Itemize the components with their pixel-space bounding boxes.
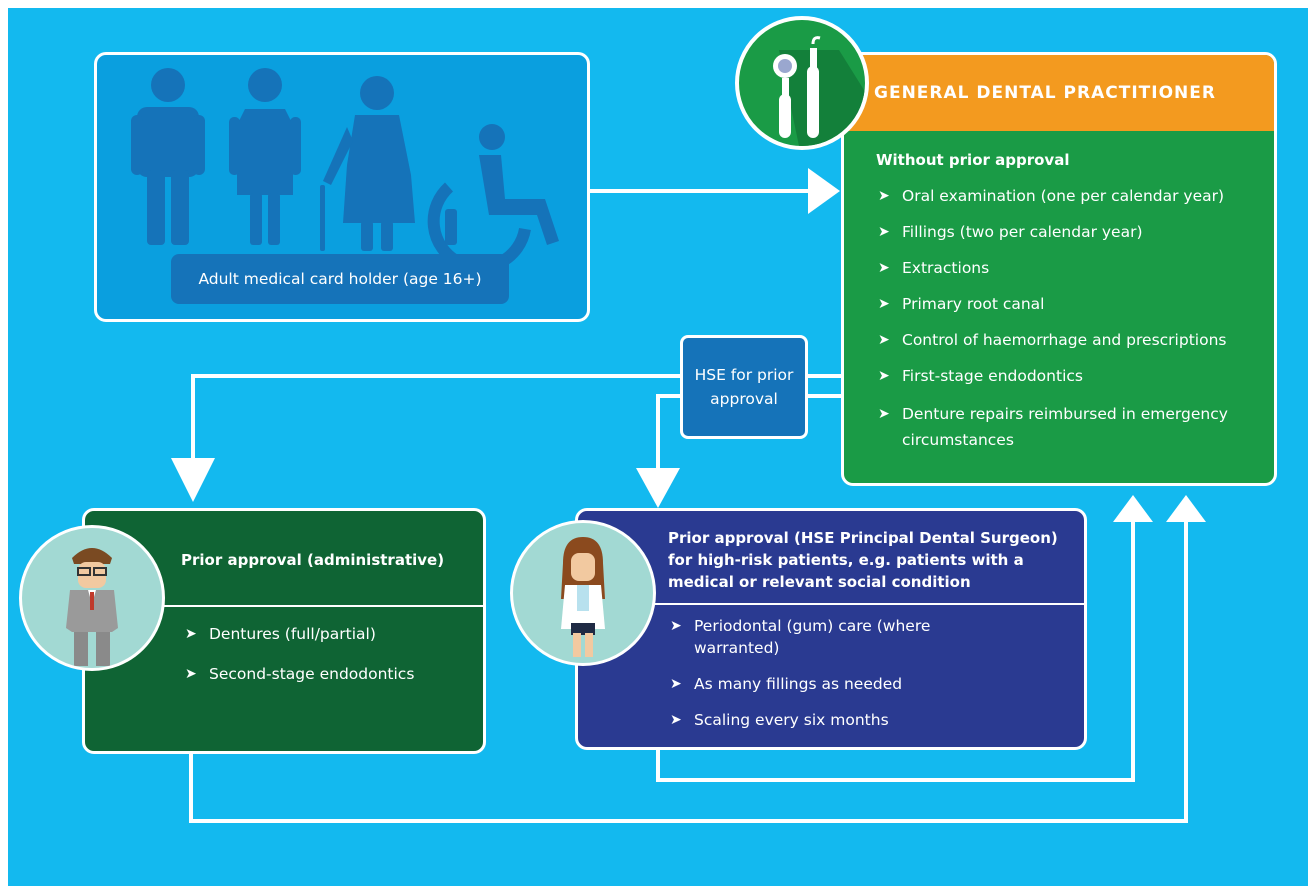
surgeon-item: As many fillings as needed <box>670 673 960 695</box>
gdp-list: Oral examination (one per calendar year)… <box>878 185 1268 453</box>
gdp-item: Control of haemorrhage and prescriptions <box>878 329 1268 351</box>
patient-caption-text: Adult medical card holder (age 16+) <box>198 270 482 288</box>
gdp-item: Denture repairs reimbursed in emergency … <box>878 401 1268 453</box>
connector-surgeon-to-gdp <box>656 522 1135 782</box>
surgeon-item: Periodontal (gum) care (where warranted) <box>670 615 960 659</box>
surgeon-divider <box>578 603 1084 605</box>
patient-box: Adult medical card holder (age 16+) <box>94 52 590 322</box>
female-doctor-avatar <box>510 520 656 666</box>
surgeon-item: Scaling every six months <box>670 709 960 731</box>
surgeon-box: Prior approval (HSE Principal Dental Sur… <box>575 508 1087 750</box>
woman-icon <box>229 68 301 245</box>
admin-heading: Prior approval (administrative) <box>181 551 445 569</box>
admin-divider <box>85 605 483 607</box>
arrowhead-to-surgeon <box>636 468 680 508</box>
arrowhead-surgeon-to-gdp <box>1113 495 1153 522</box>
female-doctor-figure <box>561 537 605 657</box>
connector-hse-to-surgeon <box>656 394 680 468</box>
elderly-woman-icon <box>320 76 415 251</box>
admin-item: Second-stage endodontics <box>185 663 475 685</box>
surgeon-heading: Prior approval (HSE Principal Dental Sur… <box>668 529 1058 591</box>
arrowhead-patient-to-gdp <box>808 168 840 214</box>
gdp-title-bar: GENERAL DENTAL PRACTITIONER <box>844 55 1274 131</box>
diagram-canvas: Adult medical card holder (age 16+) GENE… <box>8 8 1308 886</box>
connector-layer <box>171 168 1206 823</box>
connector-admin-to-gdp <box>189 522 1188 823</box>
gdp-item: Extractions <box>878 257 1268 279</box>
patient-figures <box>131 68 559 274</box>
admin-item: Dentures (full/partial) <box>185 623 475 645</box>
arrowhead-to-admin <box>171 458 215 502</box>
surgeon-list: Periodontal (gum) care (where warranted)… <box>670 615 960 731</box>
dental-tools-icon <box>773 36 865 146</box>
man-icon <box>131 68 205 245</box>
gdp-item: Primary root canal <box>878 293 1268 315</box>
dental-tools-badge <box>735 16 869 150</box>
patient-caption: Adult medical card holder (age 16+) <box>171 254 509 304</box>
hse-label: HSE for prior approval <box>694 366 794 408</box>
hse-box: HSE for prior approval <box>680 335 808 439</box>
gdp-title: GENERAL DENTAL PRACTITIONER <box>874 83 1216 103</box>
gdp-heading: Without prior approval <box>876 151 1070 169</box>
gdp-item: Fillings (two per calendar year) <box>878 221 1268 243</box>
gdp-box: GENERAL DENTAL PRACTITIONER Without prio… <box>841 52 1277 486</box>
male-doctor-avatar <box>19 525 165 671</box>
gdp-item: Oral examination (one per calendar year) <box>878 185 1268 207</box>
male-doctor-figure <box>66 548 118 666</box>
arrowhead-admin-to-gdp <box>1166 495 1206 522</box>
connector-hse-to-admin <box>191 374 680 458</box>
wheelchair-icon <box>427 124 559 274</box>
gdp-item: First-stage endodontics <box>878 365 1268 387</box>
admin-list: Dentures (full/partial) Second-stage end… <box>185 623 475 685</box>
